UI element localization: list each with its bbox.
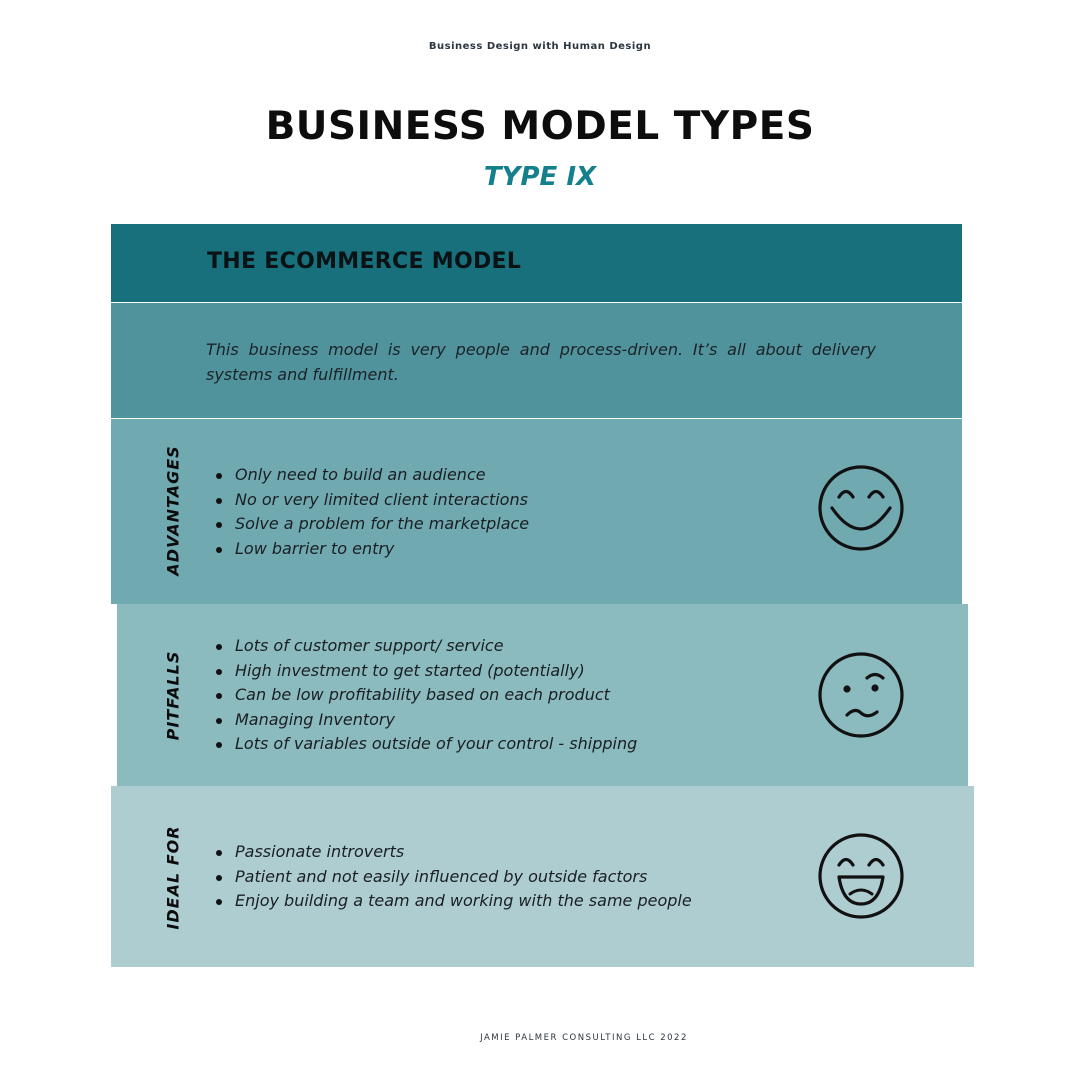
page-title: BUSINESS MODEL TYPES <box>265 104 815 149</box>
pitfalls-band <box>117 604 968 786</box>
description-band <box>111 303 962 418</box>
grinning-face-icon <box>818 833 904 919</box>
pitfalls-list: Lots of customer support/ service High i… <box>206 634 637 757</box>
list-item: Passionate introverts <box>206 840 692 865</box>
list-item: Solve a problem for the marketplace <box>206 512 529 537</box>
list-item: No or very limited client interactions <box>206 488 529 513</box>
page-subtitle: TYPE IX <box>483 162 597 192</box>
list-item: Lots of customer support/ service <box>206 634 637 659</box>
list-item: Enjoy building a team and working with t… <box>206 889 692 914</box>
top-label: Business Design with Human Design <box>428 41 652 52</box>
model-title: THE ECOMMERCE MODEL <box>207 249 522 274</box>
list-item: Low barrier to entry <box>206 537 529 562</box>
list-item: Lots of variables outside of your contro… <box>206 732 637 757</box>
list-item: Patient and not easily influenced by out… <box>206 865 692 890</box>
list-item: Managing Inventory <box>206 708 637 733</box>
smiling-face-icon <box>818 465 904 551</box>
pitfalls-label: PITFALLS <box>163 650 183 741</box>
footer-credit: JAMIE PALMER CONSULTING LLC 2022 <box>480 1033 688 1043</box>
advantages-list: Only need to build an audience No or ver… <box>206 463 529 561</box>
ideal-for-list: Passionate introverts Patient and not ea… <box>206 840 692 914</box>
list-item: Only need to build an audience <box>206 463 529 488</box>
uneasy-face-icon <box>818 652 904 738</box>
advantages-label: ADVANTAGES <box>163 445 183 576</box>
model-header-band <box>111 224 962 302</box>
list-item: High investment to get started (potentia… <box>206 659 637 684</box>
list-item: Can be low profitability based on each p… <box>206 683 637 708</box>
ideal-for-band <box>111 786 974 967</box>
ideal-for-label: IDEAL FOR <box>163 825 183 930</box>
model-description: This business model is very people and p… <box>206 340 876 384</box>
